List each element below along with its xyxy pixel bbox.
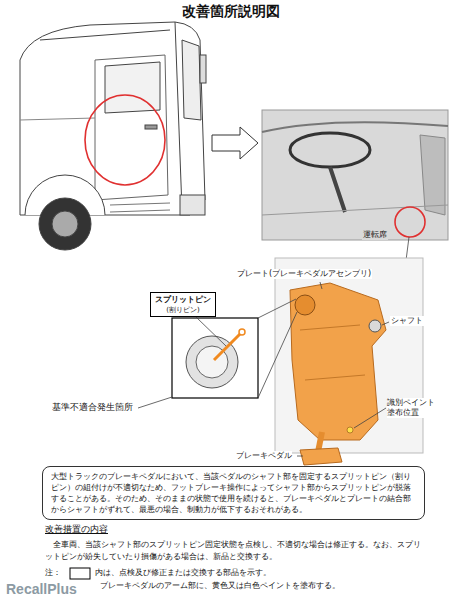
dashboard [262,122,448,132]
plate-rib [300,325,365,380]
highlight-circle [85,95,165,185]
note-box [70,568,90,579]
part-label: ブレーキペダル [236,451,292,461]
highlight-circle [395,207,425,237]
steering-wheel [290,133,370,167]
leader-line [297,456,303,457]
steering-column [330,167,345,212]
split-pin-inset [172,318,258,398]
part-label: 識別ペイント塗布位置 [387,398,435,418]
node-text: 大型トラックのブレーキペダルにおいて、当該ペダルのシャフト部を固定するスプリット… [51,471,416,515]
part-name-box: スプリットピン(割りピン) [150,292,216,317]
shaft [369,320,381,332]
mirror [200,55,206,83]
leader-line [138,397,172,408]
part-label: 運転席 [362,230,388,240]
section-heading: 改善措置の内容 [45,524,108,535]
truck [20,22,206,250]
seat [420,135,445,215]
cab-body [20,22,205,215]
node-text: (割りピン) [155,305,211,315]
mounting-plate [290,283,386,440]
leader-line [382,322,389,325]
inset-frame [172,318,258,398]
note-label: 注： [45,568,61,578]
door [95,55,168,200]
pedal-pad [300,448,342,465]
cab-interior [262,110,448,240]
door-window [105,62,160,113]
leader-line [320,282,322,289]
assembly-frame [275,258,423,453]
step [110,203,170,212]
side-panel-line [20,118,95,120]
windshield [182,40,201,120]
body-text: 全車両、当該シャフト部のスプリットピン固定状態を点検し、不適切な場合は修正する。… [45,539,425,563]
block-arrow [212,127,258,159]
front-edge [175,22,182,210]
wheel [39,198,91,250]
callout-label: 基準不適合発生箇所 [52,402,133,413]
wheel-hub [52,211,78,237]
description-box: 大型トラックのブレーキペダルにおいて、当該ペダルのシャフト部を固定するスプリット… [42,466,425,520]
part-label: シャフト [390,316,424,326]
leader-line [196,317,226,346]
roof-line [40,30,170,40]
watermark: RecallPlus [6,581,77,599]
diagram-title: 改善箇所説明図 [2,3,458,21]
brake-pedal-assembly [275,258,423,465]
paint-mark [347,427,353,433]
door-handle [145,125,157,129]
pivot-hub [295,295,315,315]
part-label: プレート(ブレーキペダルアセンブリ) [236,269,372,279]
leader-line [354,408,386,428]
split-pin-eye [239,329,245,335]
interior-photo [262,110,448,240]
note-text: ブレーキペダルのアーム部に、黄色又は白色ペイントを塗布する。 [100,581,340,591]
bumper [180,195,205,215]
note-text: 内は、点検及び修正または交換する部品を示す。 [95,568,271,578]
magnify-line [258,299,297,398]
node-text: スプリットピン [155,294,211,305]
